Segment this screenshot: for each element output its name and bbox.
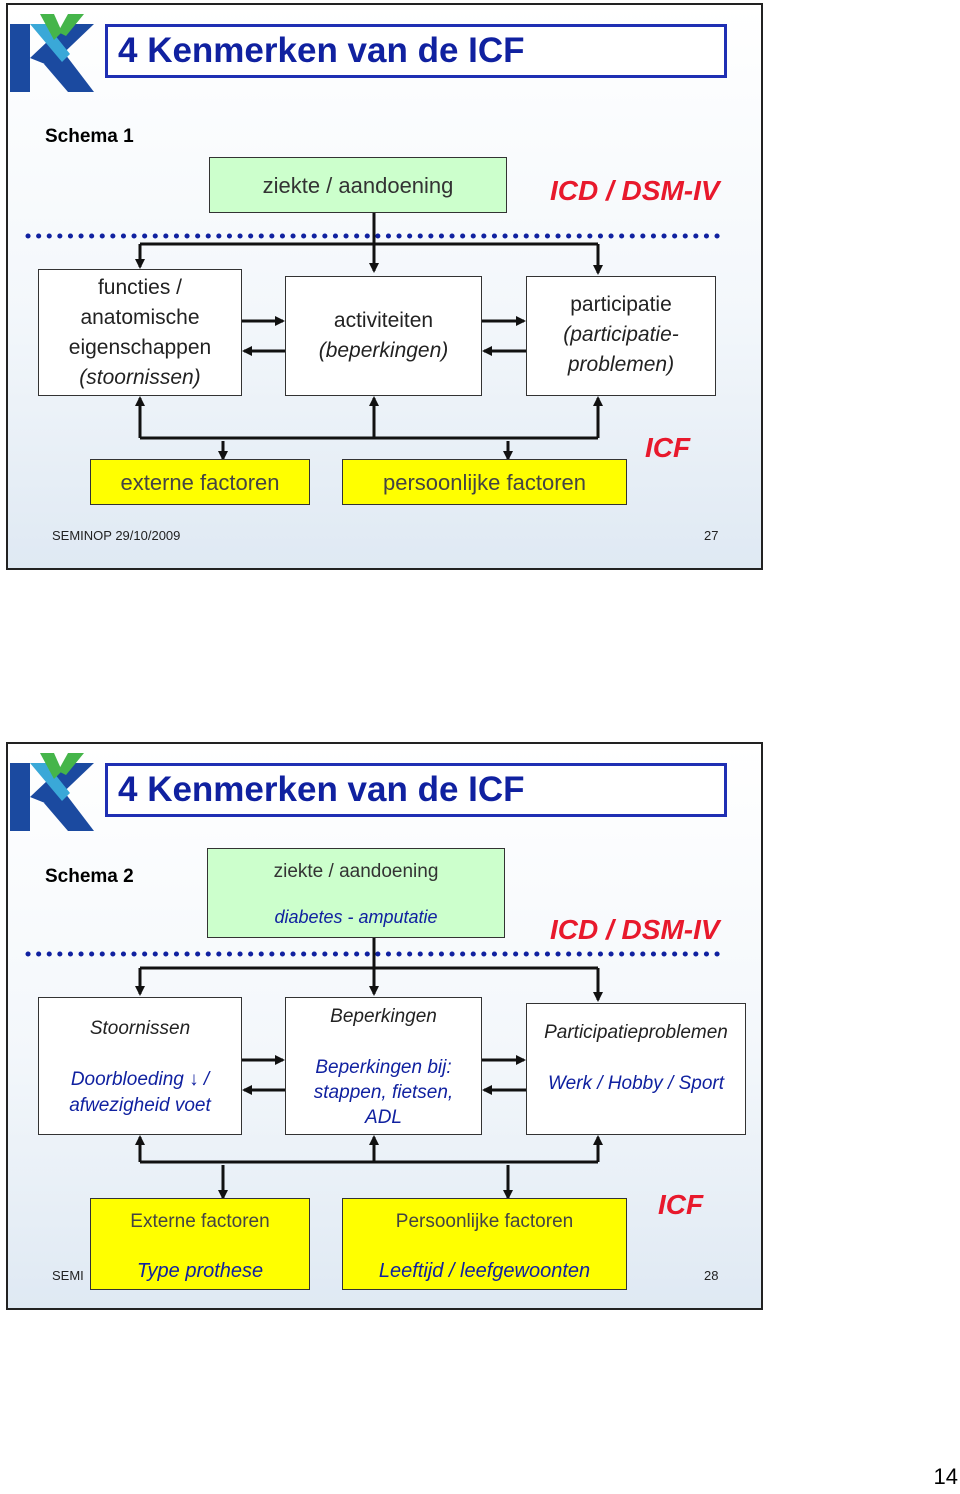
slide-27: 4 Kenmerken van de ICF Schema 1 ziekte /… bbox=[6, 3, 763, 570]
slide-number: 27 bbox=[704, 528, 719, 543]
limitations-example-line: Beperkingen bij: bbox=[315, 1057, 452, 1078]
external-example: Type prothese bbox=[136, 1260, 264, 1282]
external-factors-box: externe factoren bbox=[90, 459, 310, 505]
impairments-example-line: afwezigheid voet bbox=[69, 1095, 211, 1116]
personal-title: Persoonlijke factoren bbox=[395, 1211, 574, 1232]
activities-line: (beperkingen) bbox=[318, 339, 449, 362]
schema-label: Schema 2 bbox=[45, 866, 134, 887]
activities-line: activiteiten bbox=[333, 309, 434, 332]
disease-example: diabetes - amputatie bbox=[274, 907, 438, 927]
disease-box: ziekte / aandoening bbox=[209, 157, 507, 213]
external-title: Externe factoren bbox=[130, 1211, 270, 1232]
functions-line: eigenschappen bbox=[68, 336, 212, 359]
participation-line: problemen) bbox=[567, 353, 675, 376]
participation-box: Participatieproblemen Werk / Hobby / Spo… bbox=[526, 1003, 746, 1135]
connector-lines bbox=[25, 213, 727, 461]
impairments-example-line: Doorbloeding ↓ / bbox=[70, 1069, 210, 1090]
logo-icon bbox=[10, 753, 94, 831]
functions-box: functies / anatomische eigenschappen (st… bbox=[38, 269, 242, 396]
limitations-title: Beperkingen bbox=[330, 1006, 437, 1027]
slide-number: 28 bbox=[704, 1268, 719, 1283]
external-factors-box: Externe factoren Type prothese bbox=[90, 1198, 310, 1290]
participation-line: participatie bbox=[570, 293, 672, 316]
personal-example: Leeftijd / leefgewoonten bbox=[378, 1260, 591, 1282]
slide-title: 4 Kenmerken van de ICF bbox=[105, 763, 727, 817]
participation-example: Werk / Hobby / Sport bbox=[548, 1073, 724, 1094]
limitations-example-line: ADL bbox=[365, 1107, 402, 1128]
page-number: 14 bbox=[933, 1464, 958, 1489]
participation-line: (participatie- bbox=[563, 323, 679, 346]
functions-line: anatomische bbox=[80, 306, 200, 329]
participation-title: Participatieproblemen bbox=[544, 1022, 728, 1043]
icd-label: ICD / DSM-IV bbox=[550, 175, 720, 206]
activities-box: activiteiten (beperkingen) bbox=[285, 276, 482, 396]
logo-icon bbox=[10, 14, 94, 92]
disease-box: ziekte / aandoening diabetes - amputatie bbox=[207, 848, 505, 938]
slide-28: 4 Kenmerken van de ICF Schema 2 ziekte /… bbox=[6, 742, 763, 1310]
icf-label: ICF bbox=[645, 432, 691, 463]
connector-lines bbox=[25, 937, 727, 1200]
impairments-title: Stoornissen bbox=[89, 1018, 191, 1039]
limitations-example-line: stappen, fietsen, bbox=[313, 1082, 454, 1103]
footer-date: SEMI bbox=[52, 1268, 84, 1283]
functions-line: (stoornissen) bbox=[79, 366, 201, 389]
limitations-box: Beperkingen Beperkingen bij: stappen, fi… bbox=[285, 997, 482, 1135]
personal-factors-box: Persoonlijke factoren Leeftijd / leefgew… bbox=[342, 1198, 627, 1290]
schema-label: Schema 1 bbox=[45, 126, 134, 147]
icf-label: ICF bbox=[658, 1189, 704, 1220]
slide-title: 4 Kenmerken van de ICF bbox=[105, 24, 727, 78]
disease-title: ziekte / aandoening bbox=[273, 861, 439, 882]
participation-box: participatie (participatie- problemen) bbox=[526, 276, 716, 396]
personal-factors-box: persoonlijke factoren bbox=[342, 459, 627, 505]
functions-line: functies / bbox=[97, 276, 183, 299]
footer-date: SEMINOP 29/10/2009 bbox=[52, 528, 181, 543]
impairments-box: Stoornissen Doorbloeding ↓ / afwezigheid… bbox=[38, 997, 242, 1135]
icd-label: ICD / DSM-IV bbox=[550, 914, 720, 945]
